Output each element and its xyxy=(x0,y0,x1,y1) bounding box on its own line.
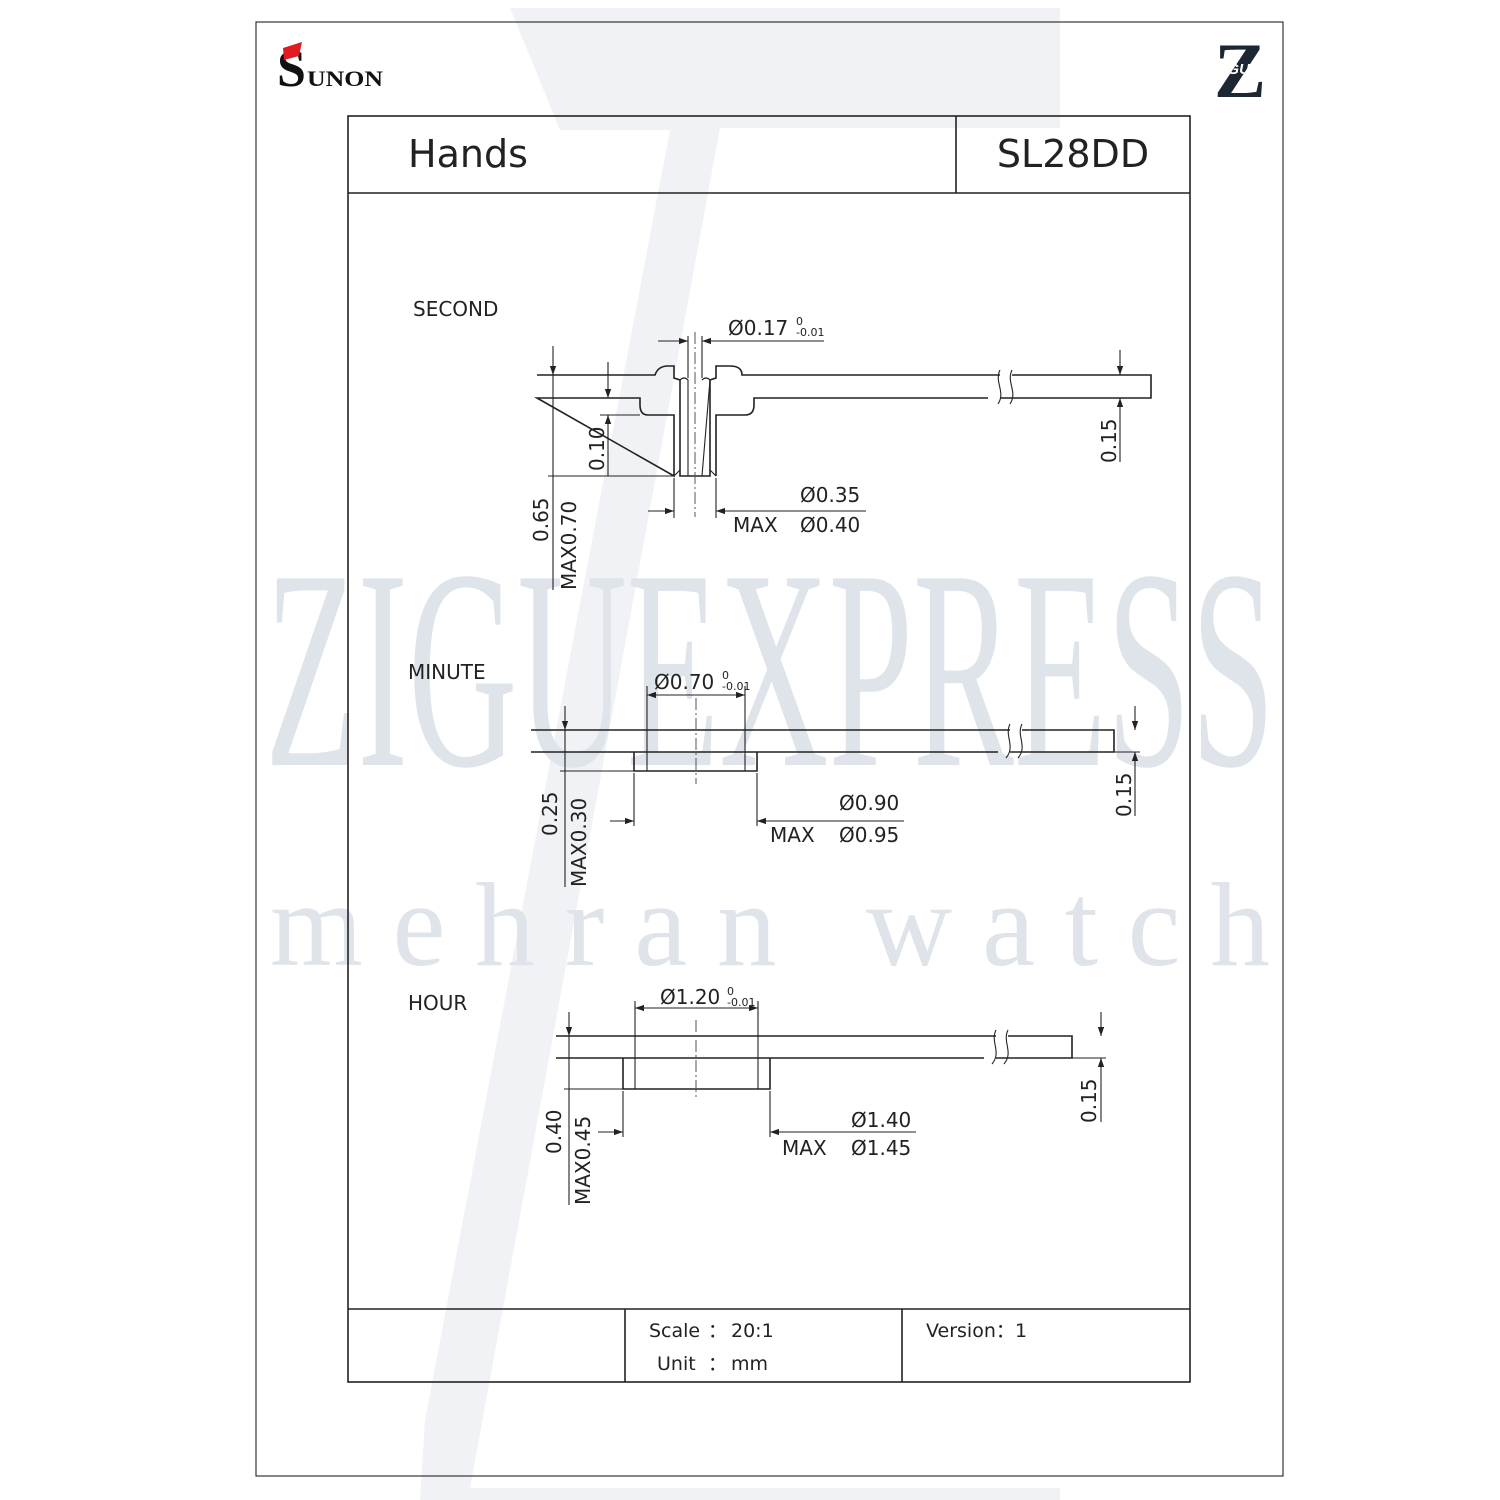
hour-outer-dia: Ø1.40 xyxy=(851,1108,911,1132)
second-hole-tol-upper: 0 xyxy=(796,315,803,328)
unit-label: Unit xyxy=(657,1353,696,1375)
hour-hand-view: HOUR Ø1.20 0 -0.01 0.40 MAX0.45 0.15 Ø1.… xyxy=(408,985,1106,1205)
sunon-logo-text: UNON xyxy=(307,66,383,91)
minute-hole-tol-upper: 0 xyxy=(722,669,729,682)
minute-hole-dia: Ø0.70 xyxy=(654,670,714,694)
watermark-sub-text: m e h r a n w a t c h xyxy=(270,858,1270,991)
watermark-main-text: ZIGUEXPRESS xyxy=(265,511,1275,827)
second-hand-label: SECOND xyxy=(413,297,498,321)
hour-hole-tol-lower: -0.01 xyxy=(727,996,755,1009)
zigu-logo: Z ZIGU xyxy=(1213,27,1266,114)
hour-outer-dia-max: Ø1.45 xyxy=(851,1136,911,1160)
second-tube-dia: Ø0.35 xyxy=(800,483,860,507)
drawing-border xyxy=(347,115,1191,1383)
hour-hole-tol-upper: 0 xyxy=(727,985,734,998)
second-hole-dia: Ø0.17 xyxy=(728,316,788,340)
second-total-height-max: MAX0.70 xyxy=(557,501,581,590)
outer-frame xyxy=(255,21,1284,1477)
second-hole-tol-lower: -0.01 xyxy=(796,326,824,339)
version-label: Version： xyxy=(926,1320,1015,1342)
hour-height-max: MAX0.45 xyxy=(571,1116,595,1205)
scale-separator: ： xyxy=(708,1320,727,1342)
minute-outer-dia: Ø0.90 xyxy=(839,791,899,815)
minute-hand-view: MINUTE Ø0.70 0 -0.01 0.25 MAX0.30 0.15 Ø… xyxy=(408,660,1140,887)
second-hand-view: SECOND Ø0.17 0 -0.01 0.65 MAX0.70 0.10 0… xyxy=(413,297,1152,590)
scale-value: 20:1 xyxy=(731,1320,774,1342)
hour-outer-dia-max-label: MAX xyxy=(782,1136,827,1160)
part-code: SL28DD xyxy=(997,132,1149,176)
hour-height: 0.40 xyxy=(542,1109,566,1154)
second-total-height: 0.65 xyxy=(529,497,553,542)
unit-value: mm xyxy=(731,1353,768,1375)
version-value: 1 xyxy=(1015,1320,1027,1342)
zigu-logo-text: ZIGU xyxy=(1213,61,1251,78)
hour-blade-thickness: 0.15 xyxy=(1077,1078,1101,1123)
second-blade-thickness: 0.15 xyxy=(1097,418,1121,463)
sunon-logo-red-mark xyxy=(283,42,302,60)
watermark-z-shape xyxy=(420,8,1060,1500)
hour-hole-dia: Ø1.20 xyxy=(660,985,720,1009)
minute-height: 0.25 xyxy=(538,791,562,836)
zigu-logo-letter: Z xyxy=(1214,27,1266,114)
minute-height-max: MAX0.30 xyxy=(567,798,591,887)
second-tube-height: 0.10 xyxy=(585,426,609,471)
hour-hand-label: HOUR xyxy=(408,991,467,1015)
second-tube-dia-max-label: MAX xyxy=(733,513,778,537)
minute-hand-label: MINUTE xyxy=(408,660,486,684)
watermark: ZIGUEXPRESS m e h r a n w a t c h xyxy=(265,8,1275,1500)
scale-label: Scale xyxy=(649,1320,700,1342)
unit-separator: ： xyxy=(708,1353,727,1375)
minute-outer-dia-max-label: MAX xyxy=(770,823,815,847)
second-tube-dia-max: Ø0.40 xyxy=(800,513,860,537)
minute-blade-thickness: 0.15 xyxy=(1112,772,1136,817)
sunon-logo: S UNON xyxy=(277,41,383,98)
title-block: Hands SL28DD Scale ： 20:1 Unit ： mm Vers… xyxy=(347,115,1191,1383)
minute-outer-dia-max: Ø0.95 xyxy=(839,823,899,847)
minute-hole-tol-lower: -0.01 xyxy=(722,680,750,693)
drawing-title: Hands xyxy=(408,132,528,176)
